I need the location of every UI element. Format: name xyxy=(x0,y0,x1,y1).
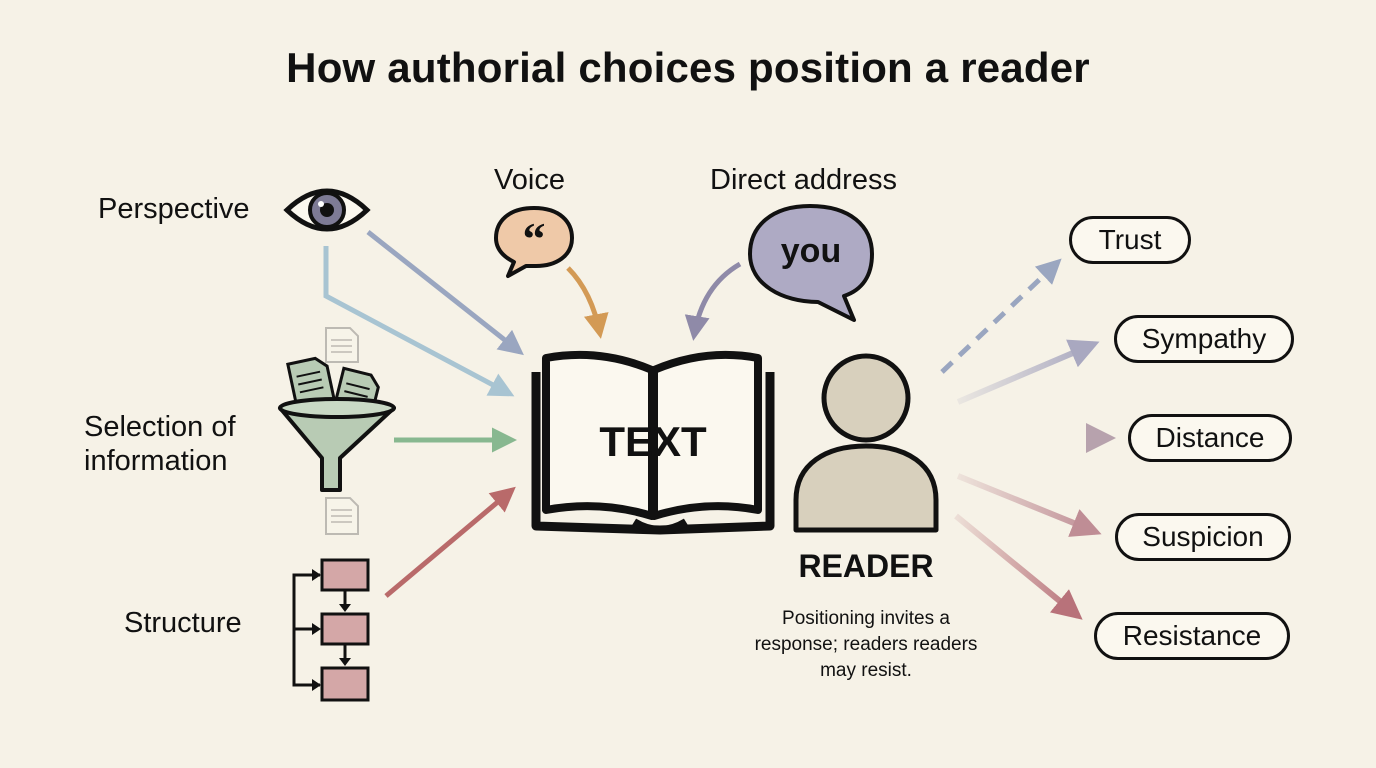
document-icon xyxy=(325,327,359,363)
structure-label: Structure xyxy=(124,607,242,639)
reader-label: READER xyxy=(798,548,934,584)
response-trust: Trust xyxy=(1069,216,1191,264)
person-icon xyxy=(793,353,939,533)
response-arrow-suspicion xyxy=(956,473,1102,537)
quote-glyph: “ xyxy=(522,213,546,264)
perspective-line-arrow xyxy=(323,246,515,397)
selection-label: Selection of information xyxy=(84,411,236,477)
perspective-arrow xyxy=(366,230,524,356)
direct-address-arrow xyxy=(684,261,742,341)
response-suspicion: Suspicion xyxy=(1115,513,1291,561)
book-icon xyxy=(531,350,775,535)
direct-address-label: Direct address xyxy=(710,164,897,196)
response-sympathy: Sympathy xyxy=(1114,315,1294,363)
eye-icon xyxy=(283,188,371,232)
reader-note: Positioning invites a response; readers … xyxy=(754,608,978,681)
response-arrow-resistance xyxy=(954,513,1083,620)
response-resistance: Resistance xyxy=(1094,612,1290,660)
response-arrow-sympathy xyxy=(956,339,1100,405)
you-bubble-icon xyxy=(748,204,874,322)
perspective-label: Perspective xyxy=(98,193,250,225)
diagram-title: How authorial choices position a reader xyxy=(286,44,1090,91)
response-distance: Distance xyxy=(1128,414,1292,462)
voice-label: Voice xyxy=(494,164,565,196)
response-arrow-trust xyxy=(940,258,1062,374)
quote-bubble-icon xyxy=(494,206,574,278)
book-label: TEXT xyxy=(599,418,707,465)
you-word: you xyxy=(780,232,842,270)
flowchart-icon xyxy=(292,558,370,702)
voice-arrow xyxy=(566,266,609,339)
structure-arrow xyxy=(384,486,516,598)
funnel-icon xyxy=(278,356,396,492)
document-icon xyxy=(325,497,359,535)
